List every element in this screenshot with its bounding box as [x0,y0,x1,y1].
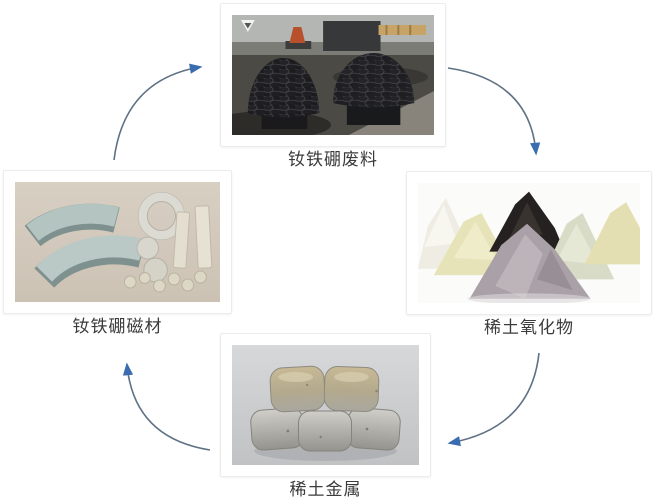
node-label-metal: 稀土金属 [289,480,362,499]
photo-card-magnets [3,170,232,314]
rare-earth-metals-photo [232,345,419,465]
arrow-oxide-to-metal [447,352,540,447]
node-ndfeb-magnets: 钕铁硼磁材 [3,170,232,337]
arrow-magnet-to-waste [113,63,203,161]
arrow-waste-to-oxide [447,67,541,156]
photo-card-oxides [406,171,652,315]
ndfeb-magnets-photo [15,182,220,302]
node-rare-earth-oxides: 稀土氧化物 [406,171,652,338]
node-rare-earth-metals: 稀土金属 [220,333,431,500]
node-ndfeb-waste: 钕铁硼废料 [220,3,446,170]
node-label-magnet: 钕铁硼磁材 [72,317,163,336]
photo-card-metals [220,333,431,477]
node-label-oxide: 稀土氧化物 [484,318,574,337]
ndfeb-waste-photo [232,15,434,135]
photo-card-ndfeb-waste [220,3,446,147]
node-label-waste: 钕铁硼废料 [288,150,378,169]
arrow-metal-to-magnet [122,362,211,451]
rare-earth-oxides-photo [418,183,640,303]
